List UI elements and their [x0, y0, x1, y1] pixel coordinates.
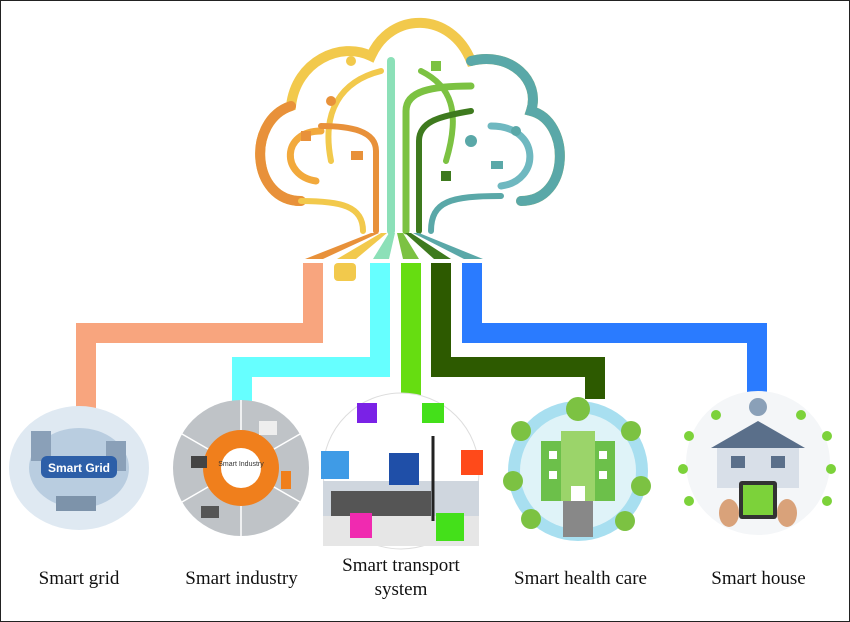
connector-smart-industry: [232, 263, 390, 411]
label-smart-transport: Smart transport system: [321, 554, 481, 602]
smart-house-image: [678, 391, 836, 535]
connector-smart-grid: [76, 263, 323, 411]
connector-fan: [305, 233, 483, 259]
smart-transport-image: [321, 392, 483, 550]
label-smart-grid: Smart grid: [38, 568, 120, 589]
label-smart-transport-line2: system: [374, 579, 428, 600]
smart-industry-center: Smart Industry: [218, 461, 264, 468]
connector-stub-yellow: [334, 263, 356, 281]
label-smart-health: Smart health care: [514, 568, 647, 589]
cloud-icon: [255, 17, 565, 235]
smart-health-image: [503, 397, 651, 541]
connector-smart-house: [462, 263, 767, 401]
label-smart-house: Smart house: [711, 568, 806, 589]
label-smart-transport-line1: Smart transport: [342, 555, 460, 576]
label-smart-industry: Smart industry: [185, 568, 298, 589]
smart-grid-badge: Smart Grid: [48, 461, 110, 475]
cloud-small-icons: [301, 56, 521, 181]
smart-grid-image: Smart Grid: [9, 406, 149, 530]
connector-smart-health: [431, 263, 605, 399]
smart-industry-image: Smart Industry: [173, 400, 309, 536]
